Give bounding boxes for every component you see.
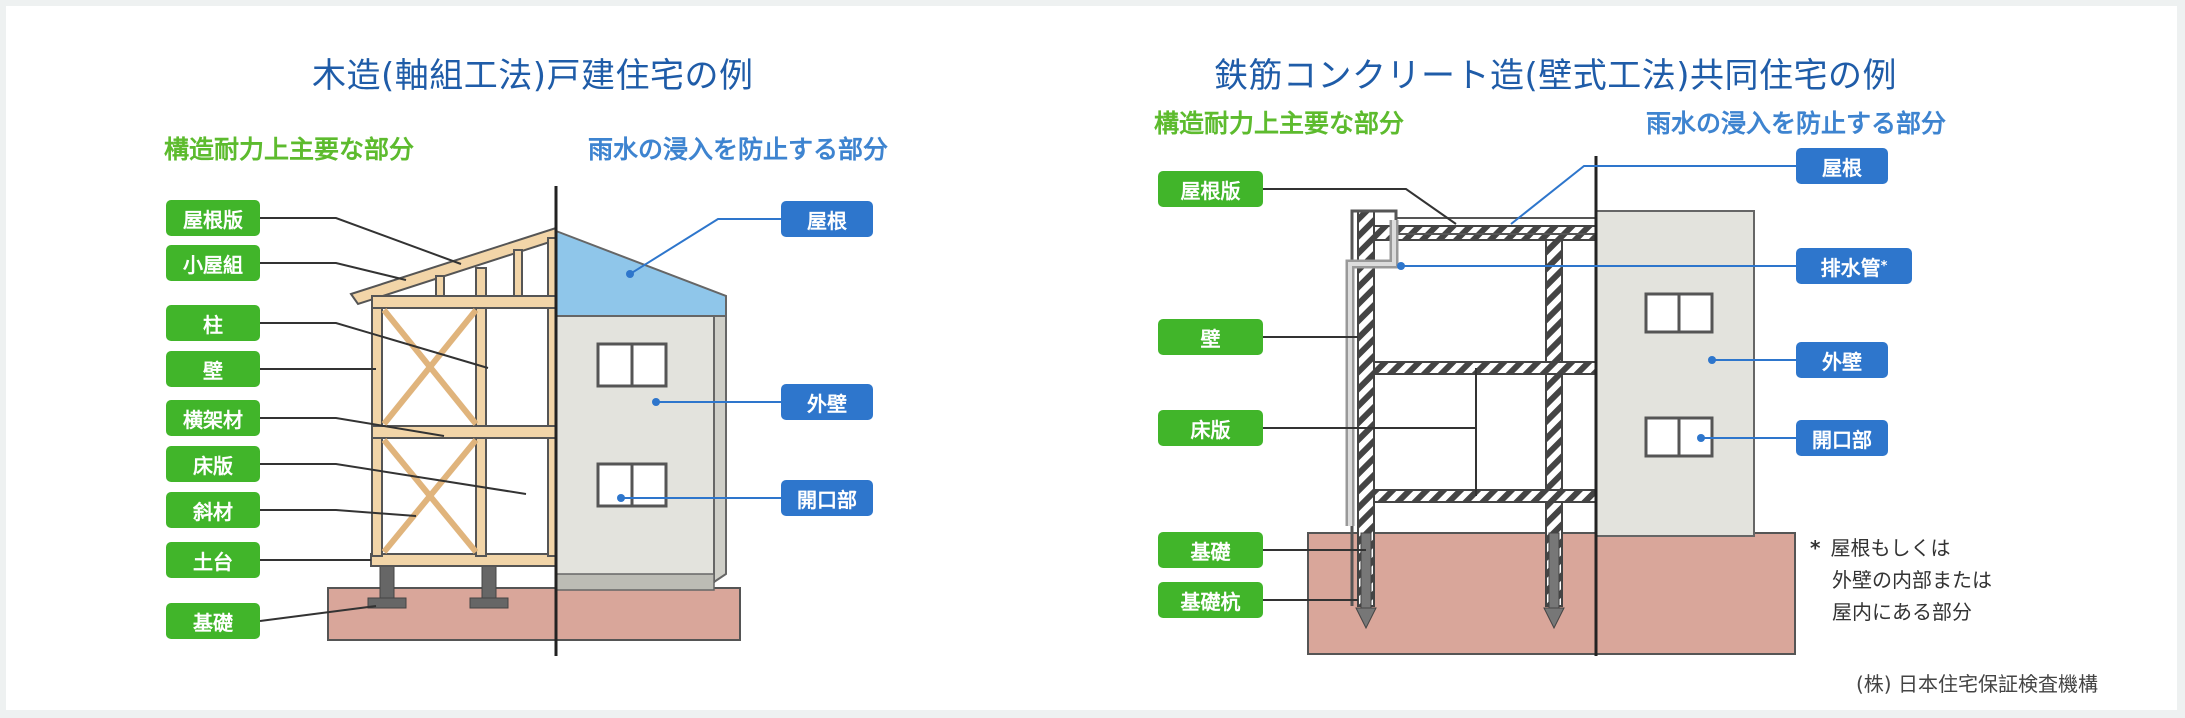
window-upper xyxy=(596,342,668,388)
ground-soil xyxy=(327,587,741,641)
right-title: 鉄筋コンクリート造(壁式工法)共同住宅の例 xyxy=(1214,56,1898,96)
label-floor-slab: 床版 xyxy=(166,446,260,482)
footnote-line-1: *屋根もしくは xyxy=(1810,536,1951,560)
left-rain-leader-lines xyxy=(621,218,781,499)
sill-beam xyxy=(370,553,558,567)
drain-pipe-asterisk: * xyxy=(1880,258,1888,274)
label-rc-wall: 壁 xyxy=(1158,319,1263,355)
rc-floor-slab-1 xyxy=(1373,489,1597,503)
finished-exterior-wall-rc xyxy=(1595,210,1755,537)
window-lower xyxy=(596,462,668,508)
left-structural-heading: 構造耐力上主要な部分 xyxy=(164,135,415,164)
label-foundation: 基礎 xyxy=(166,603,260,639)
left-leader-dots xyxy=(617,270,660,502)
label-rc-foundation: 基礎 xyxy=(1158,532,1263,568)
label-roof-slab: 屋根版 xyxy=(166,200,260,236)
label-wall: 壁 xyxy=(166,351,260,387)
foundation-piles xyxy=(1355,532,1565,630)
rc-window-upper xyxy=(1644,292,1714,334)
footnote-line-2: 外壁の内部または xyxy=(1832,568,1992,592)
label-rc-exterior-wall: 外壁 xyxy=(1796,342,1888,378)
label-rc-roof: 屋根 xyxy=(1796,148,1888,184)
illustration-layer xyxy=(259,156,1796,656)
right-leader-lines xyxy=(1263,188,1477,601)
label-exterior-wall: 外壁 xyxy=(781,384,873,420)
label-post: 柱 xyxy=(166,305,260,341)
label-rc-foundation-pile: 基礎杭 xyxy=(1158,582,1263,618)
roof-surface xyxy=(555,229,727,317)
label-rc-drain-pipe: 排水管* xyxy=(1796,248,1912,284)
label-horizontal-member: 横架材 xyxy=(166,400,260,436)
right-leader-dots xyxy=(1397,262,1716,442)
timber-frame xyxy=(349,226,557,557)
finished-side-wall xyxy=(713,304,727,584)
footnote-line-3: 屋内にある部分 xyxy=(1832,600,1972,624)
label-opening: 開口部 xyxy=(781,480,873,516)
label-rc-roof-slab: 屋根版 xyxy=(1158,171,1263,207)
left-leader-lines xyxy=(259,217,527,622)
label-rc-opening: 開口部 xyxy=(1796,420,1888,456)
right-structural-heading: 構造耐力上主要な部分 xyxy=(1154,109,1405,138)
foundation-footings xyxy=(367,561,509,609)
right-rain-leader-lines xyxy=(1401,165,1796,439)
label-roof-truss: 小屋組 xyxy=(166,245,260,281)
figure-canvas: 木造(軸組工法)戸建住宅の例 構造耐力上主要な部分 雨水の浸入を防止する部分 屋… xyxy=(6,6,2177,710)
label-roof: 屋根 xyxy=(781,201,873,237)
rc-floor-slab-2 xyxy=(1373,361,1597,375)
label-rc-drain-pipe-text: 排水管 xyxy=(1820,255,1881,280)
rc-building-illustration xyxy=(1307,156,1796,656)
footnote: *屋根もしくは 外壁の内部または 屋内にある部分 xyxy=(1810,532,1992,628)
credit-text: (株) 日本住宅保証検査機構 xyxy=(1856,672,2098,696)
left-rain-heading: 雨水の浸入を防止する部分 xyxy=(588,135,889,164)
wooden-house-illustration xyxy=(327,186,741,656)
left-title: 木造(軸組工法)戸建住宅の例 xyxy=(312,56,754,96)
label-brace: 斜材 xyxy=(166,492,260,528)
label-sill: 土台 xyxy=(166,542,260,578)
label-rc-floor-slab: 床版 xyxy=(1158,410,1263,446)
right-rain-heading: 雨水の浸入を防止する部分 xyxy=(1646,109,1947,138)
wall-base xyxy=(555,573,715,591)
footnote-asterisk: * xyxy=(1810,536,1821,560)
